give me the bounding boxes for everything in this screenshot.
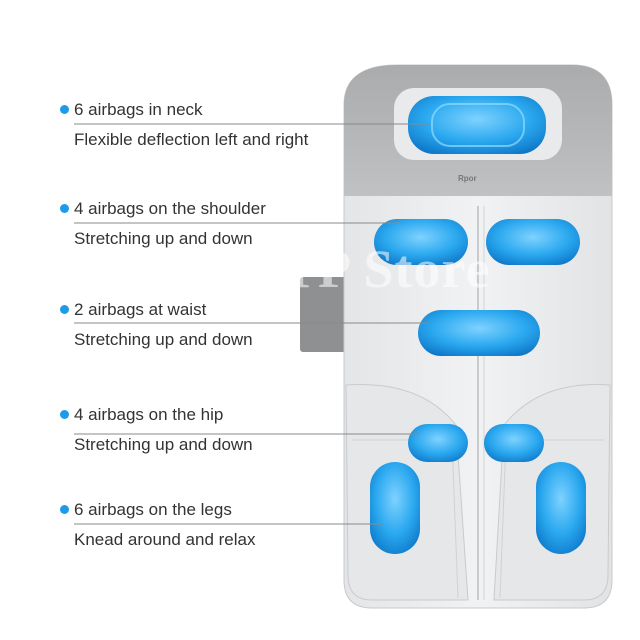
airbag-leg-left: [370, 462, 420, 554]
bullet-icon: [60, 410, 69, 419]
airbag-hip-left: [408, 424, 468, 462]
feature-title: 6 airbags on the legs: [74, 500, 232, 519]
airbag-shoulder-right: [486, 219, 580, 265]
feature-description: Stretching up and down: [74, 435, 253, 454]
airbag-neck: [408, 96, 546, 154]
airbag-shoulder-left: [374, 219, 468, 265]
bullet-icon: [60, 305, 69, 314]
feature-title: 4 airbags on the hip: [74, 405, 224, 424]
side-strap: [300, 277, 348, 352]
airbag-leg-right: [536, 462, 586, 554]
feature-description: Stretching up and down: [74, 229, 253, 248]
airbag-waist: [418, 310, 540, 356]
feature-description: Stretching up and down: [74, 330, 253, 349]
feature-title: 2 airbags at waist: [74, 300, 207, 319]
feature-title: 4 airbags on the shoulder: [74, 199, 266, 218]
feature-description: Flexible deflection left and right: [74, 130, 309, 149]
feature-title: 6 airbags in neck: [74, 100, 203, 119]
bullet-icon: [60, 105, 69, 114]
airbag-hip-right: [484, 424, 544, 462]
brand-logo: Rpor: [458, 174, 477, 183]
leader-lines: [74, 123, 430, 525]
feature-description: Knead around and relax: [74, 530, 256, 549]
bullet-icon: [60, 204, 69, 213]
bullet-icon: [60, 505, 69, 514]
store-watermark: GTP Store: [238, 239, 491, 299]
